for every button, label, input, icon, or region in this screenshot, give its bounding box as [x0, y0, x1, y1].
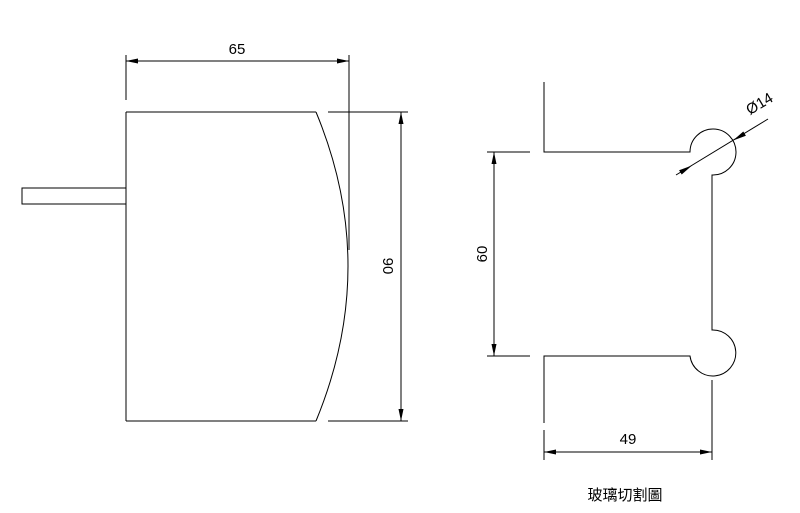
dimension-width-49: 49	[543, 380, 713, 460]
piece-outline	[543, 82, 737, 423]
arrow-head-upper	[733, 131, 746, 141]
arrow-head-bottom	[398, 409, 404, 421]
arrow-head-left	[126, 58, 138, 64]
dimension-label: 49	[620, 431, 637, 448]
drawing-caption: 玻璃切割圖	[587, 486, 663, 504]
dimension-label: 90	[379, 258, 396, 275]
dimension-label: 65	[229, 41, 246, 58]
arrow-head-bottom	[491, 344, 497, 356]
arrow-head-right	[700, 449, 712, 455]
arrow-head-right	[337, 58, 349, 64]
dimension-label: 60	[474, 246, 491, 263]
arrow-head-top	[398, 112, 404, 124]
dimension-height-90: 90	[328, 111, 408, 422]
panel-curved-edge	[315, 111, 349, 422]
mounting-tab	[21, 187, 127, 205]
arrow-head-lower	[679, 165, 692, 175]
arrow-head-top	[491, 152, 497, 164]
dimension-diameter-14: Ø14	[675, 90, 776, 176]
left-glass-panel	[21, 111, 349, 422]
arrow-head-left	[544, 449, 556, 455]
diameter-leader-line	[675, 118, 769, 176]
dimension-label: Ø14	[743, 90, 776, 119]
dimension-height-60: 60	[474, 151, 530, 357]
dimension-width-65: 65	[125, 41, 350, 250]
right-glass-piece	[543, 82, 737, 423]
